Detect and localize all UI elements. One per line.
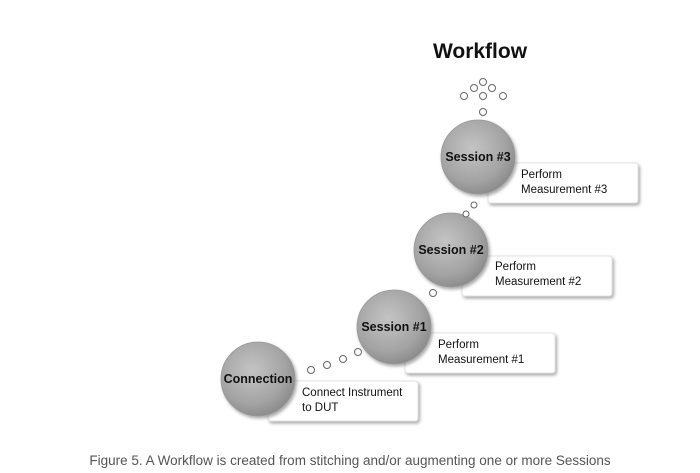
continuation-dot bbox=[499, 92, 507, 100]
connection-node bbox=[220, 341, 296, 417]
session-1-description: Perform Measurement #1 bbox=[438, 338, 524, 368]
session-3-description: Perform Measurement #3 bbox=[521, 168, 607, 198]
description-line: Perform bbox=[438, 339, 479, 351]
description-line: Perform bbox=[521, 169, 562, 181]
connection-label: Connection bbox=[223, 372, 293, 386]
session-3-node bbox=[440, 119, 516, 195]
connector-dot bbox=[462, 210, 470, 218]
description-line: Connect Instrument bbox=[302, 387, 403, 399]
connector-dot bbox=[339, 355, 347, 363]
connector-dot bbox=[354, 348, 362, 356]
connector-dot bbox=[470, 201, 478, 209]
continuation-dot bbox=[470, 84, 478, 92]
continuation-dot bbox=[479, 78, 487, 86]
session-1-node bbox=[356, 289, 432, 365]
figure-caption: Figure 5. A Workflow is created from sti… bbox=[89, 453, 611, 468]
description-line: to DUT bbox=[302, 402, 339, 414]
session-2-description: Perform Measurement #2 bbox=[495, 260, 581, 290]
connector-dot bbox=[429, 289, 437, 297]
description-line: Measurement #1 bbox=[438, 354, 525, 366]
connector-dot bbox=[323, 361, 331, 369]
connector-dot bbox=[307, 366, 315, 374]
description-line: Measurement #3 bbox=[521, 184, 608, 196]
description-line: Measurement #2 bbox=[495, 276, 582, 288]
continuation-dot bbox=[460, 92, 468, 100]
continuation-dot bbox=[488, 84, 496, 92]
session-2-label: Session #2 bbox=[418, 243, 484, 257]
connection-description: Connect Instrument to DUT bbox=[302, 386, 402, 416]
diagram-title: Workflow bbox=[432, 40, 528, 63]
continuation-dot bbox=[479, 92, 487, 100]
connector-dot bbox=[479, 108, 487, 116]
session-2-node bbox=[413, 212, 489, 288]
session-3-label: Session #3 bbox=[445, 150, 511, 164]
session-1-label: Session #1 bbox=[361, 320, 427, 334]
description-line: Perform bbox=[495, 261, 536, 273]
